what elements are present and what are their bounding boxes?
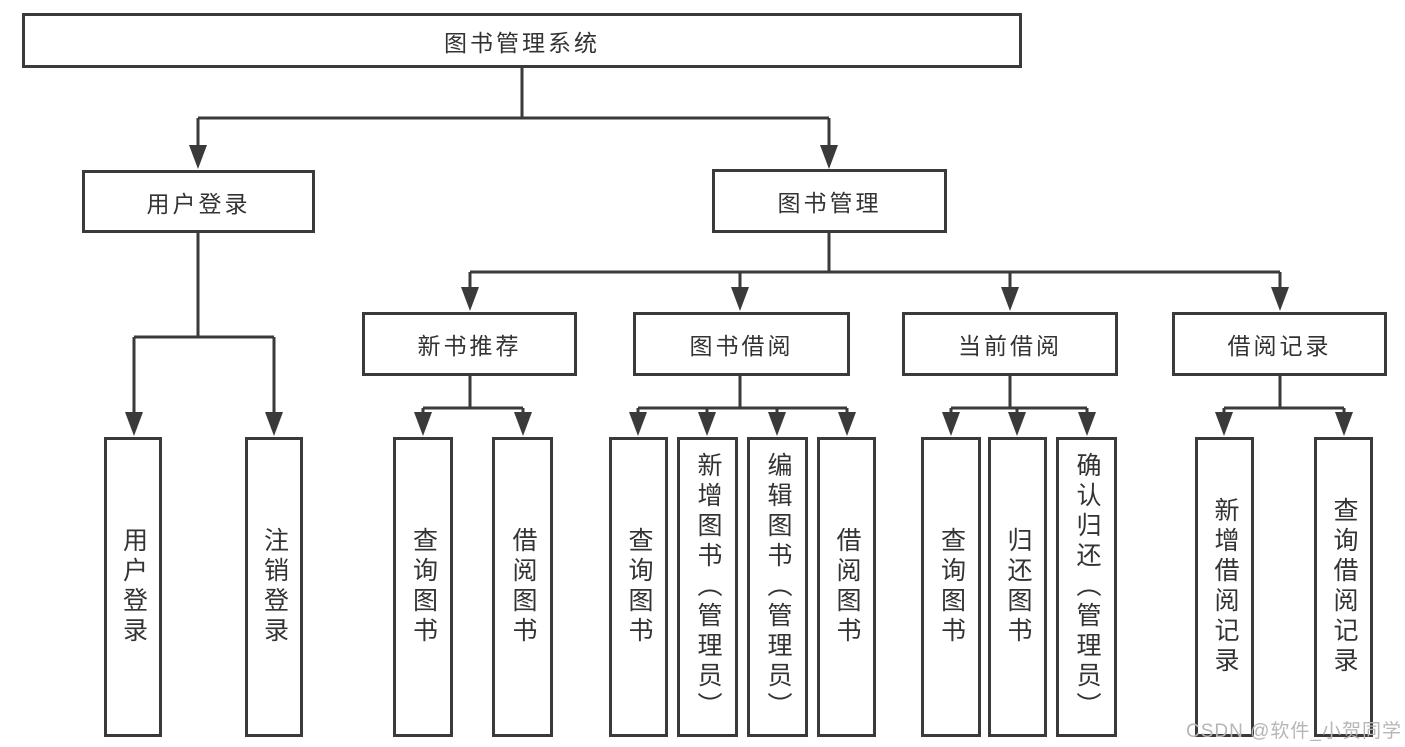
leaf-records-add-record: 新增借阅记录 xyxy=(1195,437,1254,737)
csdn-watermark: CSDN @软件_小贺同学 xyxy=(1186,721,1402,742)
leaf-borrow-query-books-label: 查询图书 xyxy=(625,527,653,647)
leaf-borrow-add-books-admin: 新增图书（管理员） xyxy=(677,437,738,737)
leaf-borrow-borrow-books: 借阅图书 xyxy=(817,437,876,737)
leaf-records-query-record-label: 查询借阅记录 xyxy=(1330,497,1358,677)
leaf-current-query-books: 查询图书 xyxy=(921,437,981,737)
leaf-borrow-borrow-books-label: 借阅图书 xyxy=(833,527,861,647)
leaf-borrow-edit-books-admin-label: 编辑图书（管理员） xyxy=(764,452,792,722)
node-new-book-recommend: 新书推荐 xyxy=(362,312,577,376)
node-borrow-records-label: 借阅记录 xyxy=(1227,333,1332,359)
leaf-user-login-label: 用户登录 xyxy=(119,527,148,647)
leaf-records-add-record-label: 新增借阅记录 xyxy=(1211,497,1239,677)
node-user-login: 用户登录 xyxy=(82,170,315,233)
leaf-borrow-query-books: 查询图书 xyxy=(609,437,668,737)
leaf-recommend-query-books: 查询图书 xyxy=(393,437,453,737)
node-root: 图书管理系统 xyxy=(22,13,1022,68)
leaf-borrow-edit-books-admin: 编辑图书（管理员） xyxy=(747,437,808,737)
node-current-borrow: 当前借阅 xyxy=(902,312,1118,376)
node-borrow-records: 借阅记录 xyxy=(1172,312,1387,376)
leaf-records-query-record: 查询借阅记录 xyxy=(1314,437,1373,737)
node-root-label: 图书管理系统 xyxy=(444,29,600,56)
leaf-current-return-books-label: 归还图书 xyxy=(1004,527,1032,647)
leaf-borrow-add-books-admin-label: 新增图书（管理员） xyxy=(694,452,722,722)
leaf-user-login: 用户登录 xyxy=(104,437,162,737)
leaf-current-confirm-return-admin-label: 确认归还（管理员） xyxy=(1073,452,1101,722)
leaf-current-confirm-return-admin: 确认归还（管理员） xyxy=(1056,437,1117,737)
leaf-recommend-query-books-label: 查询图书 xyxy=(409,527,438,647)
leaf-current-return-books: 归还图书 xyxy=(988,437,1047,737)
node-book-mgmt-label: 图书管理 xyxy=(777,190,882,216)
leaf-recommend-borrow-books: 借阅图书 xyxy=(492,437,553,737)
node-book-mgmt: 图书管理 xyxy=(712,169,947,233)
leaf-current-query-books-label: 查询图书 xyxy=(937,527,966,647)
node-book-borrow: 图书借阅 xyxy=(633,312,850,376)
node-current-borrow-label: 当前借阅 xyxy=(958,333,1062,359)
leaf-logout-label: 注销登录 xyxy=(260,527,289,647)
node-user-login-label: 用户登录 xyxy=(146,190,251,217)
node-book-borrow-label: 图书借阅 xyxy=(689,333,794,359)
leaf-recommend-borrow-books-label: 借阅图书 xyxy=(509,527,537,647)
leaf-logout: 注销登录 xyxy=(245,437,303,737)
node-new-book-recommend-label: 新书推荐 xyxy=(417,333,522,359)
